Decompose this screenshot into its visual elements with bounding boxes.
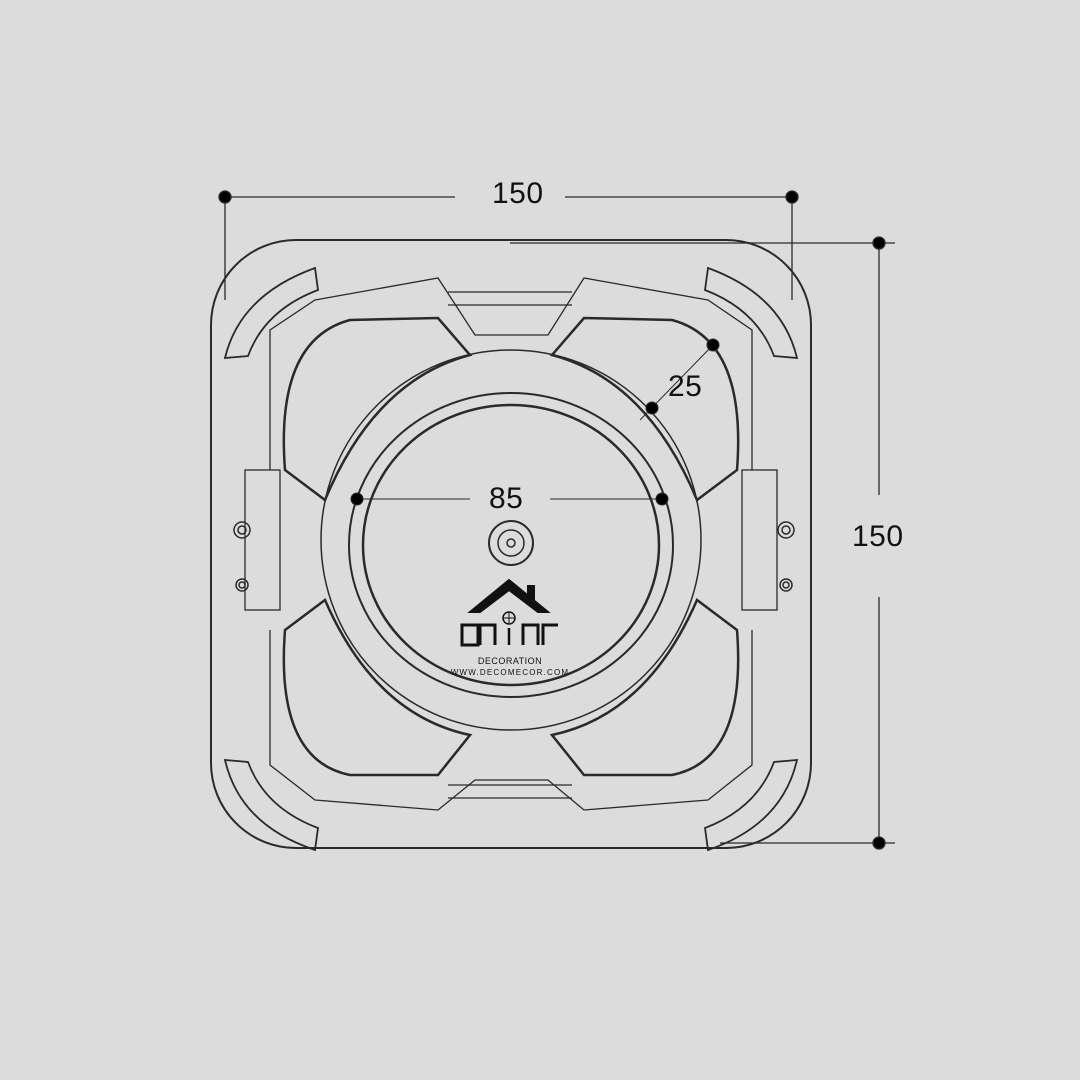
width-label: 150: [492, 177, 544, 210]
logo-subtitle: DECORATION: [477, 656, 543, 666]
dimension-width: [218, 190, 799, 300]
seat-outlines: [244, 277, 778, 811]
dimension-height: [510, 236, 895, 850]
dimension-radius: [639, 338, 720, 421]
outer-rim: [210, 239, 812, 849]
basin-outer: [348, 392, 674, 698]
logo-house-icon: [460, 578, 558, 647]
central-well-outer: [320, 349, 702, 731]
diameter-label: 85: [489, 482, 524, 515]
radius-label: 25: [668, 370, 703, 403]
logo-website: WWW.DECOMECOR.COM: [450, 668, 570, 677]
basin-inner: [361, 403, 661, 687]
drain: [488, 520, 534, 566]
side-jets: [233, 521, 795, 592]
height-label: 150: [852, 520, 904, 553]
dimension-diameter: [350, 492, 669, 506]
corner-headrests: [223, 266, 799, 852]
